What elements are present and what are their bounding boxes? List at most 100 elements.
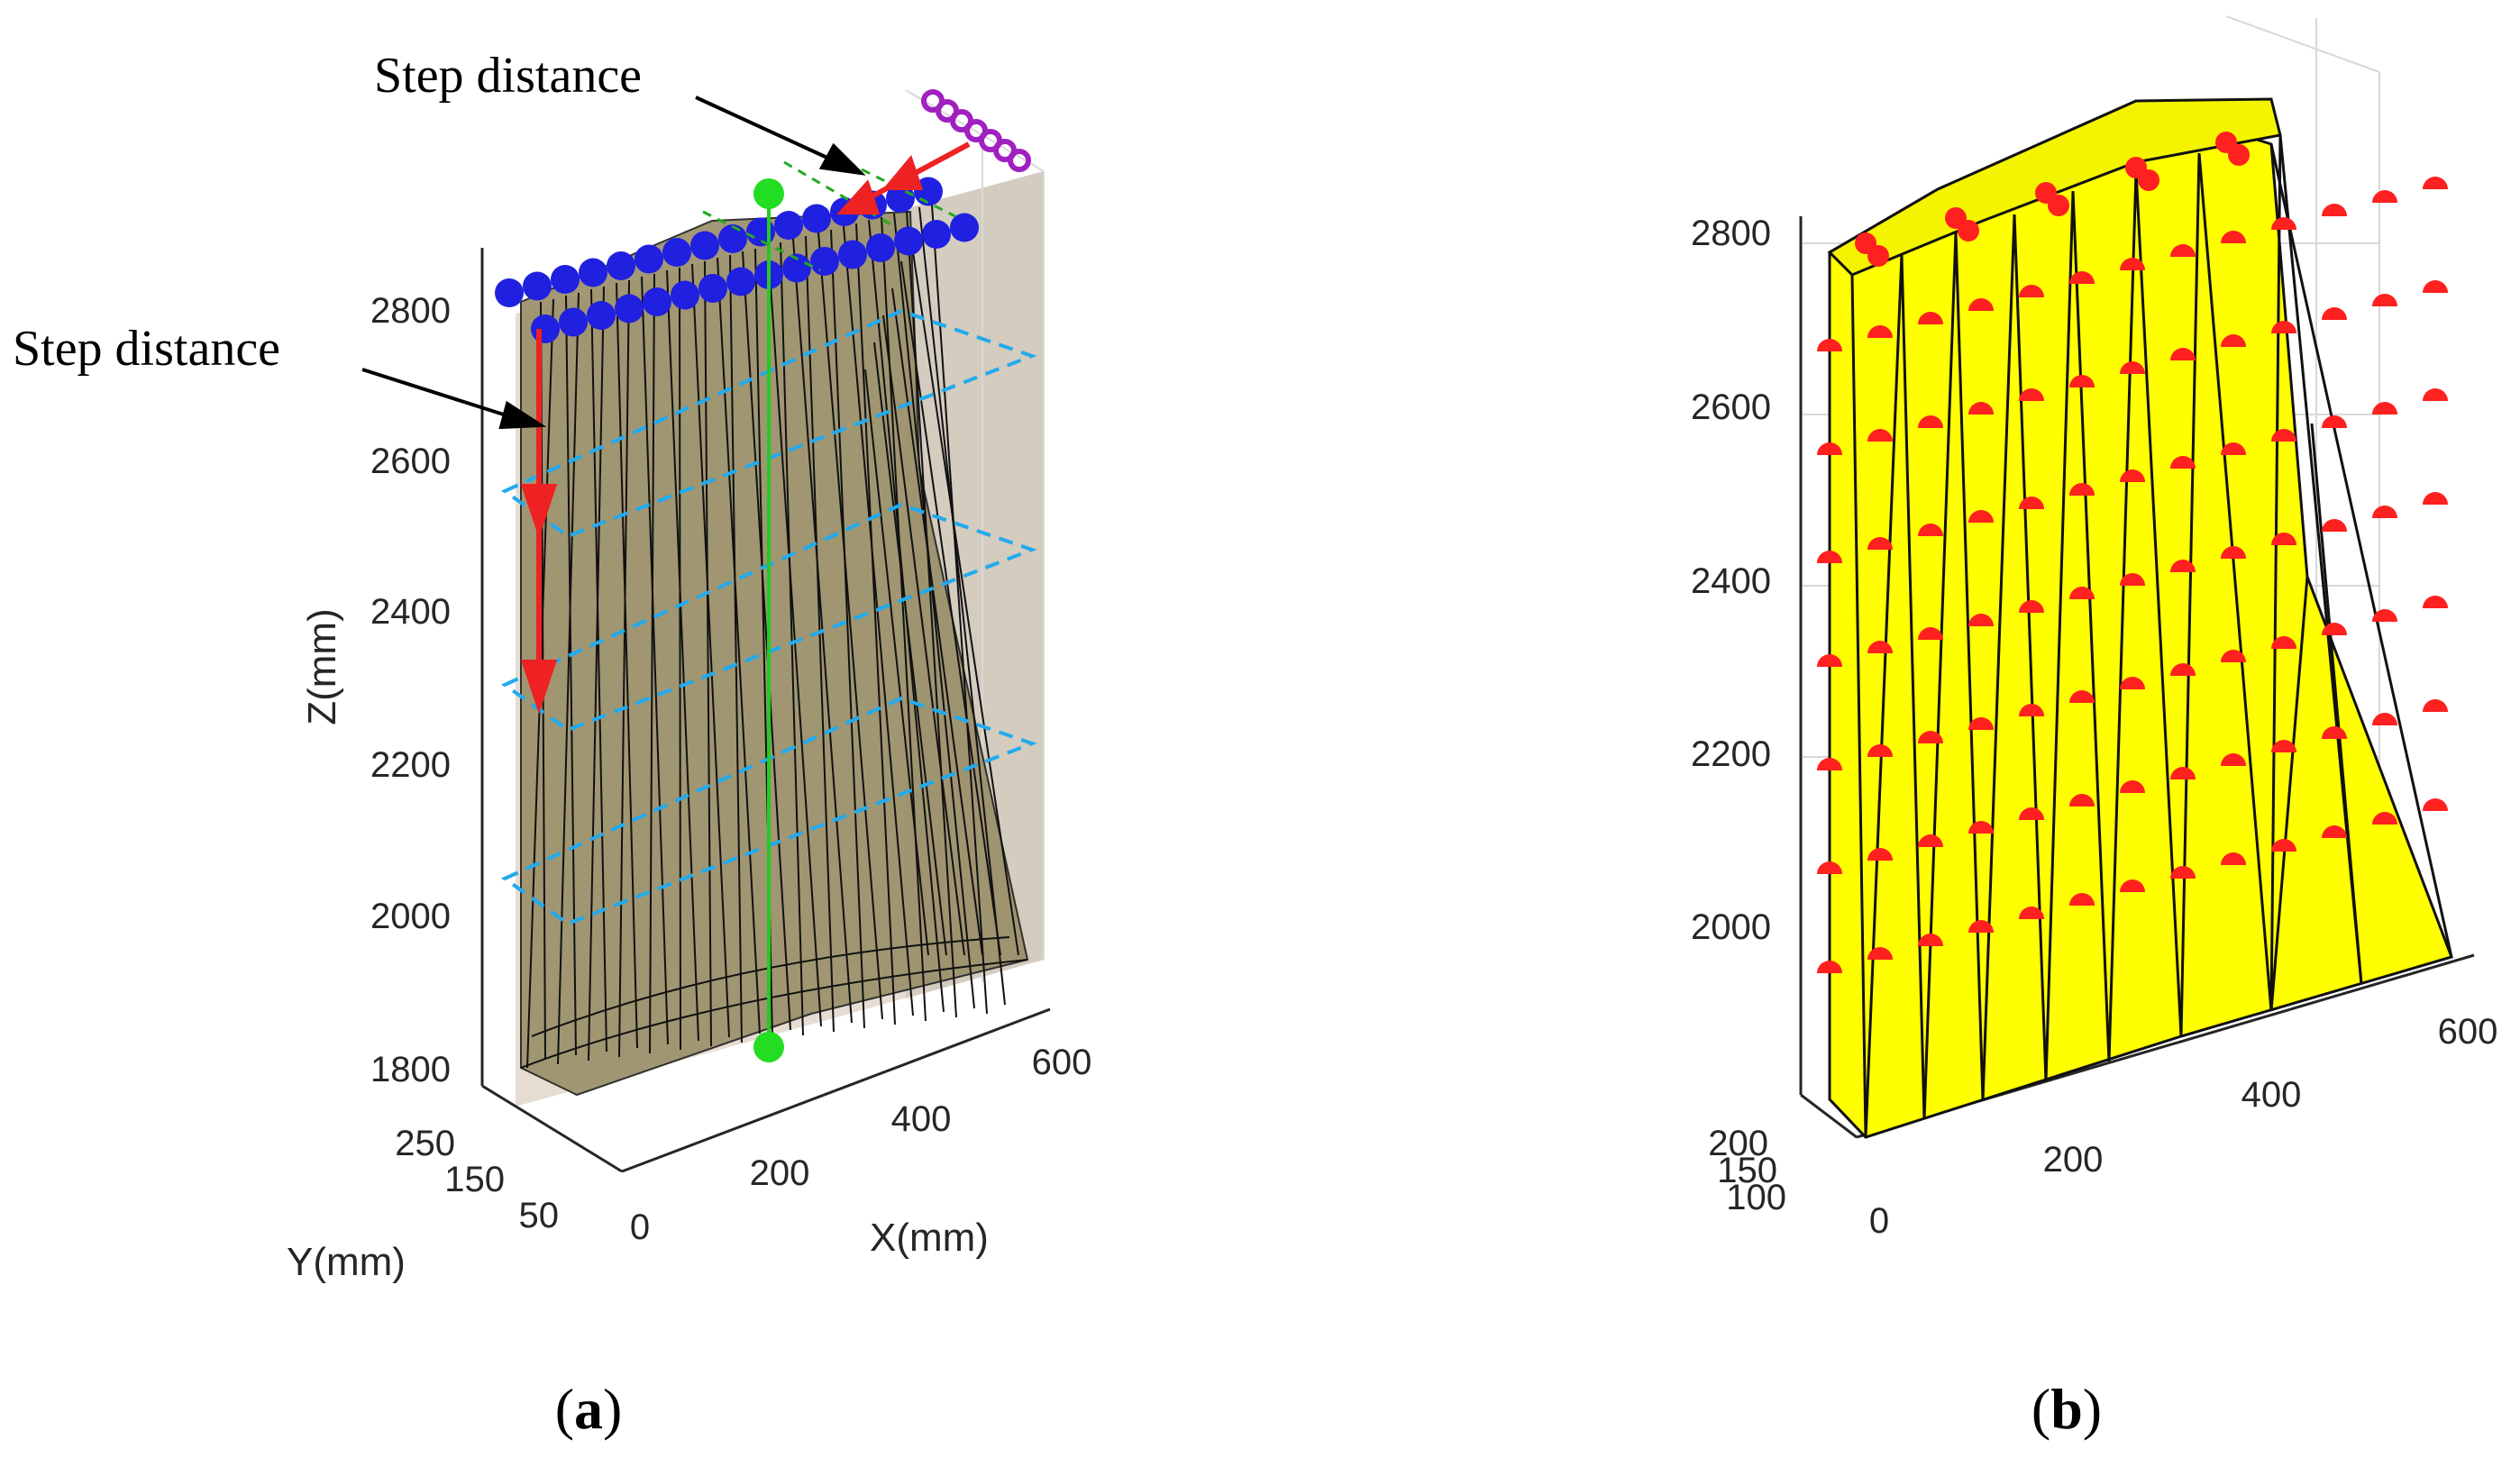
panel-b-red-point <box>2423 492 2448 505</box>
panel-a-mesh-line <box>691 263 730 1038</box>
panel-b-red-point <box>1867 325 1893 338</box>
panel-b-x-tick: 400 <box>2242 1075 2302 1115</box>
panel-b-red-point <box>2069 271 2095 284</box>
panel-a-blue-marker <box>495 278 524 307</box>
panel-b-red-point <box>1817 961 1842 973</box>
panel-b-red-point <box>2271 533 2296 545</box>
panel-a-z-tick: 2400 <box>370 592 451 632</box>
panel-a-y-tick: 150 <box>444 1160 505 1199</box>
panel-b-x-tick: 0 <box>1869 1201 1889 1241</box>
panel-b-red-point <box>2120 780 2145 793</box>
panel-b-mesh-line <box>2044 190 2075 1082</box>
panel-b-red-point <box>2120 361 2145 374</box>
panel-a-mesh-line <box>588 286 605 1062</box>
panel-b-red-point <box>2069 375 2095 387</box>
panel-a-x-tick: 0 <box>630 1207 650 1247</box>
panel-b-red-point <box>2372 190 2397 203</box>
panel-b-red-point <box>2271 321 2296 333</box>
panel-b-red-point <box>2221 753 2246 766</box>
panel-b-mesh-line <box>1981 214 2016 1102</box>
panel-a-mesh-line <box>616 282 638 1049</box>
panel-a-blue-marker <box>671 280 699 310</box>
panel-b-red-point <box>2019 600 2044 613</box>
panel-a-red-arrowhead-2 <box>520 660 558 715</box>
panel-b-red-point <box>2221 442 2246 455</box>
panel-a-x-tick: 400 <box>891 1099 952 1139</box>
panel-b-mesh-line <box>2269 576 2309 1012</box>
panel-b-red-point <box>2170 560 2196 572</box>
panel-b-x-tick: 600 <box>2438 1012 2498 1052</box>
panel-a-blue-marker <box>607 251 635 280</box>
panel-b-red-point <box>1867 744 1893 757</box>
panel-a-blue-marker <box>922 220 951 249</box>
panel-a-x-label: X(mm) <box>870 1216 989 1260</box>
panel-a-blue-marker <box>950 213 979 242</box>
panel-a-mesh-line <box>882 314 965 956</box>
panel-b-z-tick: 2800 <box>1691 214 1771 253</box>
panel-b-red-point <box>2221 852 2246 865</box>
panel-a-annotation-arrowhead-left <box>498 400 547 430</box>
panel-b-red-point <box>2170 348 2196 360</box>
panel-a-red-arrowhead-4 <box>836 179 881 214</box>
panel-b-red-point <box>1918 312 1943 324</box>
panel-b-mesh-line <box>2071 190 2111 1062</box>
panel-b-mesh-line <box>2013 214 2048 1082</box>
panel-b-red-point <box>2228 144 2250 166</box>
panel-b-y-tick: 100 <box>1726 1178 1786 1217</box>
panel-b-red-point <box>2221 334 2246 347</box>
panel-a-z-ticks: 2800 2600 2400 2200 2000 1800 <box>370 291 451 1089</box>
panel-a-mesh-line <box>843 225 914 1016</box>
panel-b-y-ticks: 200 150 100 <box>1708 1124 1786 1217</box>
panel-a-blue-marker <box>531 314 560 343</box>
panel-a-mesh-line <box>881 216 927 1022</box>
panel-b-red-point <box>2271 839 2296 852</box>
panel-b-red-point <box>2138 169 2159 191</box>
panel-b-red-point <box>2019 807 2044 820</box>
panel-b-mesh-line <box>2107 170 2138 1062</box>
panel-a-annotation-top: Step distance <box>374 48 642 104</box>
panel-b-red-point <box>2423 699 2448 712</box>
panel-b-red-point <box>1968 920 1994 933</box>
panel-b-red-point <box>2019 704 2044 716</box>
panel-b-red-point <box>2322 726 2347 739</box>
panel-b-red-points <box>1817 132 2448 973</box>
panel-a-x-tick: 200 <box>750 1153 810 1193</box>
panel-b-red-point <box>1867 641 1893 653</box>
panel-a-mesh-line <box>780 241 804 1036</box>
panel-a-label: (a) <box>555 1377 623 1441</box>
panel-b-mesh-line <box>2179 152 2201 1037</box>
panel-b-red-point <box>1817 861 1842 874</box>
panel-b-red-point <box>2423 596 2448 608</box>
panel-a-mesh-line <box>666 269 699 1042</box>
panel-a-purple-marker <box>1008 149 1031 172</box>
panel-b-red-point <box>1918 731 1943 743</box>
panel-a-blue-marker <box>838 240 867 269</box>
panel-a-blue-marker <box>643 287 671 316</box>
panel-b-y-tick: 200 <box>1708 1124 1768 1163</box>
panel-a-mesh-line <box>618 279 630 1058</box>
panel-b-red-point <box>2423 177 2448 189</box>
panel-a-z-tick: 1800 <box>370 1050 451 1089</box>
panel-b-red-point <box>2120 573 2145 586</box>
panel-a-mesh-line <box>830 229 865 1029</box>
panel-b-red-point <box>1968 402 1994 415</box>
panel-a-mesh-line <box>520 959 1028 1069</box>
panel-a-blue-marker <box>635 244 663 274</box>
panel-b-red-point <box>1867 537 1893 550</box>
panel-b-red-point <box>2221 546 2246 559</box>
panel-a-blue-marker <box>690 231 719 260</box>
panel-b-red-point <box>1968 298 1994 311</box>
panel-a-green-bottom-point <box>753 1032 784 1062</box>
panel-a-mesh-line <box>906 210 957 1018</box>
panel-a-purple-markers <box>921 89 1031 172</box>
panel-b-red-point <box>2120 677 2145 689</box>
panel-b-label: (b) <box>2032 1377 2102 1441</box>
panel-b-red-point <box>2322 623 2347 635</box>
panel-b-red-point <box>2069 483 2095 496</box>
panel-a-blue-marker <box>579 258 607 287</box>
panel-b-red-point <box>2069 893 2095 906</box>
panel-b-red-point <box>1968 821 1994 834</box>
panel-b-red-point <box>2069 690 2095 703</box>
panel-a-blue-marker <box>551 265 580 294</box>
panel-b-red-point <box>1968 510 1994 523</box>
